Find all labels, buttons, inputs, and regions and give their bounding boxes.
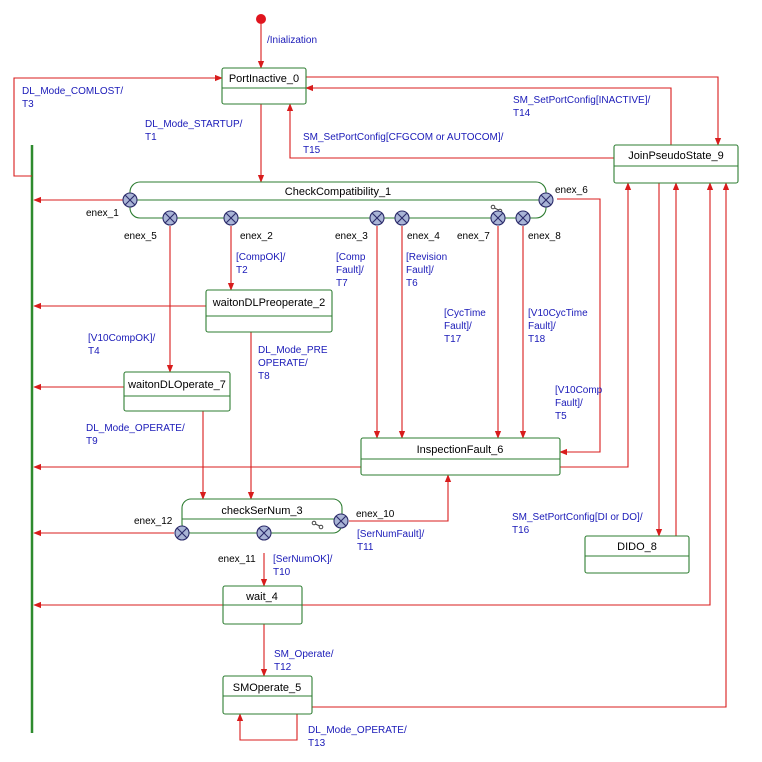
point-label: enex_1 xyxy=(86,208,119,219)
transition-label: DL_Mode_OPERATE/T9 xyxy=(86,423,185,447)
transition-label: SM_Operate/T12 xyxy=(274,649,334,673)
state-name: PortInactive_0 xyxy=(229,73,299,85)
enex-1-point[interactable] xyxy=(122,192,138,208)
transition-t5 xyxy=(557,198,601,456)
transition-label: SM_SetPortConfig[INACTIVE]/T14 xyxy=(513,95,650,119)
transition-label: [CompOK]/T2 xyxy=(236,252,286,276)
state-name: JoinPseudoState_9 xyxy=(628,150,723,162)
point-label: enex_5 xyxy=(124,231,157,242)
enex-12-point[interactable] xyxy=(174,525,190,541)
state-wait4[interactable] xyxy=(222,585,303,625)
state-inspection[interactable] xyxy=(360,437,561,476)
point-label: enex_12 xyxy=(134,516,173,527)
state-name: InspectionFault_6 xyxy=(417,444,504,456)
transition-insp-join xyxy=(560,182,632,468)
state-waitondlpre[interactable] xyxy=(205,289,333,333)
enex-8-point[interactable] xyxy=(515,210,531,226)
state-dido[interactable] xyxy=(584,535,690,574)
state-name: wait_4 xyxy=(245,591,278,603)
point-label: enex_8 xyxy=(528,231,561,242)
transition-smop-join xyxy=(312,182,730,708)
state-smoperate[interactable] xyxy=(222,675,313,715)
state-portinactive[interactable] xyxy=(221,67,307,105)
point-label: enex_10 xyxy=(356,509,395,520)
transition-label: [V10CompOK]/T4 xyxy=(88,333,155,357)
state-joinpseudo[interactable] xyxy=(613,144,739,184)
point-label: enex_3 xyxy=(335,231,368,242)
transition-portinactive-join xyxy=(306,76,722,146)
composite-icon xyxy=(311,520,324,530)
initial-state xyxy=(256,14,266,24)
transition-t15 xyxy=(286,103,614,159)
state-name: CheckCompatibility_1 xyxy=(285,186,391,198)
enex-11-point[interactable] xyxy=(256,525,272,541)
transition-t14 xyxy=(305,84,672,145)
state-name: checkSerNum_3 xyxy=(221,505,302,517)
transition-t3 xyxy=(13,74,223,177)
transition-label: [SerNumFault]/T11 xyxy=(357,529,424,553)
transition-label: SM_SetPortConfig[CFGCOM or AUTOCOM]/T15 xyxy=(303,132,504,156)
state-checkcompat[interactable] xyxy=(129,181,547,219)
transition-t11 xyxy=(349,474,452,522)
point-label: enex_7 xyxy=(457,231,490,242)
state-waitondlop[interactable] xyxy=(123,371,231,412)
state-name: waitonDLPreoperate_2 xyxy=(212,297,326,309)
enex-3-point[interactable] xyxy=(369,210,385,226)
transition-label: DL_Mode_STARTUP/T1 xyxy=(145,119,243,143)
point-label: enex_11 xyxy=(218,554,256,565)
enex-10-point[interactable] xyxy=(333,513,349,529)
state-name: waitonDLOperate_7 xyxy=(127,379,226,391)
transition-label: /Inialization xyxy=(267,35,317,46)
state-name: SMOperate_5 xyxy=(233,682,301,694)
transition-label: SM_SetPortConfig[DI or DO]/T16 xyxy=(512,512,643,536)
transition-t13 xyxy=(236,713,298,741)
transition-label: DL_Mode_OPERATE/T13 xyxy=(308,725,407,749)
enex-2-point[interactable] xyxy=(223,210,239,226)
enex-5-point[interactable] xyxy=(162,210,178,226)
transition-label: DL_Mode_COMLOST/T3 xyxy=(22,86,123,110)
enex-7-point[interactable] xyxy=(490,210,506,226)
point-label: enex_6 xyxy=(555,185,588,196)
point-label: enex_2 xyxy=(240,231,273,242)
transition-label: [SerNumOK]/T10 xyxy=(273,554,333,578)
state-name: DIDO_8 xyxy=(617,541,657,553)
enex-4-point[interactable] xyxy=(394,210,410,226)
point-label: enex_4 xyxy=(407,231,440,242)
transition-wait-join xyxy=(302,182,714,606)
enex-6-point[interactable] xyxy=(538,192,554,208)
